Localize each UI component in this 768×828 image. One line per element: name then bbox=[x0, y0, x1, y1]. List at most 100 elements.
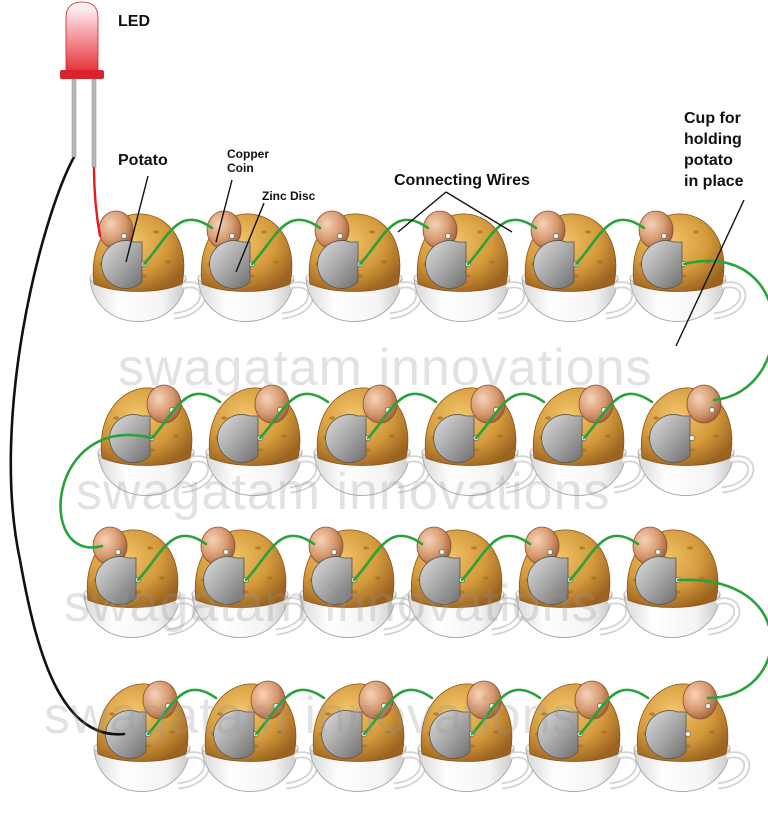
potato-spot bbox=[489, 260, 495, 264]
potato-spot bbox=[497, 434, 503, 438]
potato-spot bbox=[147, 546, 153, 550]
potato-cell bbox=[97, 384, 215, 496]
copper-coin bbox=[254, 384, 290, 424]
connecting-wire bbox=[574, 218, 646, 266]
connecting-wire bbox=[582, 392, 654, 440]
connecting-wire bbox=[474, 392, 546, 440]
potato-spot bbox=[217, 712, 223, 716]
potato-spot bbox=[567, 590, 573, 594]
wires-layer bbox=[9, 155, 768, 736]
potato-cell bbox=[629, 210, 747, 322]
potato-spot bbox=[277, 730, 283, 734]
potato-spot bbox=[597, 260, 603, 264]
potato-cell bbox=[305, 210, 423, 322]
potato-spot bbox=[605, 434, 611, 438]
connecting-wire bbox=[460, 534, 532, 582]
label-copper-coin-line1: Copper bbox=[227, 147, 269, 161]
potato-cell bbox=[421, 384, 539, 496]
zinc-disc bbox=[217, 414, 259, 463]
zinc-disc bbox=[203, 556, 245, 605]
potato-spot bbox=[469, 744, 475, 748]
pointer-potato bbox=[125, 175, 149, 263]
zinc-disc bbox=[101, 240, 143, 289]
zinc-disc bbox=[541, 414, 583, 463]
connecting-wire bbox=[366, 392, 438, 440]
connecting-wire bbox=[568, 534, 640, 582]
potato-spot bbox=[357, 274, 363, 278]
potato-cell bbox=[191, 526, 309, 638]
copper-terminal bbox=[229, 233, 235, 239]
potato-cell bbox=[313, 384, 431, 496]
connecting-wire bbox=[682, 260, 768, 402]
potato-spot bbox=[591, 576, 597, 580]
copper-coin bbox=[682, 680, 718, 720]
potato-spot bbox=[375, 576, 381, 580]
led-dome bbox=[65, 1, 99, 73]
potato-spot bbox=[483, 576, 489, 580]
zinc-disc bbox=[429, 710, 471, 759]
zinc-disc bbox=[325, 414, 367, 463]
connecting-wire bbox=[578, 688, 650, 736]
copper-coin bbox=[250, 680, 286, 720]
potato-spot bbox=[221, 416, 227, 420]
potato-cell bbox=[83, 526, 201, 638]
copper-terminal bbox=[655, 549, 661, 555]
potato-spot bbox=[681, 274, 687, 278]
potato-spot bbox=[135, 590, 141, 594]
potato-spot bbox=[579, 546, 585, 550]
potato-spot bbox=[329, 416, 335, 420]
potato-spot bbox=[261, 230, 267, 234]
potato-spot bbox=[685, 744, 691, 748]
potato-spot bbox=[363, 546, 369, 550]
zinc-disc bbox=[95, 556, 137, 605]
potato-spot bbox=[169, 730, 175, 734]
pointer-cup bbox=[675, 199, 745, 347]
led-leg-left bbox=[71, 78, 77, 158]
potato-spot bbox=[601, 730, 607, 734]
zinc-disc bbox=[317, 240, 359, 289]
potato-spot bbox=[437, 416, 443, 420]
connecting-wire bbox=[142, 218, 214, 266]
potato-spot bbox=[573, 274, 579, 278]
connecting-wire bbox=[258, 392, 330, 440]
potato-spot bbox=[577, 744, 583, 748]
potato-spot bbox=[281, 434, 287, 438]
pointer-copper-coin bbox=[215, 179, 233, 243]
potato-spot bbox=[465, 274, 471, 278]
copper-terminal bbox=[547, 549, 553, 555]
potato-cell bbox=[93, 680, 211, 792]
potato-cell bbox=[201, 680, 319, 792]
label-copper-coin-line2: Coin bbox=[227, 161, 254, 175]
copper-terminal bbox=[223, 549, 229, 555]
copper-terminal bbox=[337, 233, 343, 239]
potato-spot bbox=[113, 416, 119, 420]
potato-cell bbox=[633, 680, 751, 792]
pointer-zinc-disc bbox=[235, 202, 265, 273]
copper-terminal bbox=[439, 549, 445, 555]
potato-spot bbox=[351, 590, 357, 594]
zinc-disc bbox=[419, 556, 461, 605]
connecting-wire bbox=[466, 218, 538, 266]
potato-spot bbox=[361, 744, 367, 748]
potato-spot bbox=[273, 260, 279, 264]
potato-spot bbox=[545, 416, 551, 420]
potato-spot bbox=[433, 712, 439, 716]
zinc-disc bbox=[213, 710, 255, 759]
copper-terminal bbox=[115, 549, 121, 555]
potato-cell bbox=[309, 680, 427, 792]
potato-cell bbox=[407, 526, 525, 638]
potato-spot bbox=[689, 448, 695, 452]
copper-terminal bbox=[661, 233, 667, 239]
potato-spot bbox=[649, 712, 655, 716]
connecting-wire bbox=[254, 688, 326, 736]
cup-handle-highlight bbox=[707, 599, 739, 634]
zinc-disc bbox=[311, 556, 353, 605]
potato-spot bbox=[675, 590, 681, 594]
potato-cell bbox=[205, 384, 323, 496]
label-potato: Potato bbox=[118, 152, 168, 169]
potato-spot bbox=[249, 274, 255, 278]
zinc-terminal bbox=[689, 435, 695, 441]
return-wire bbox=[9, 155, 126, 736]
cup-handle-highlight bbox=[713, 283, 745, 318]
